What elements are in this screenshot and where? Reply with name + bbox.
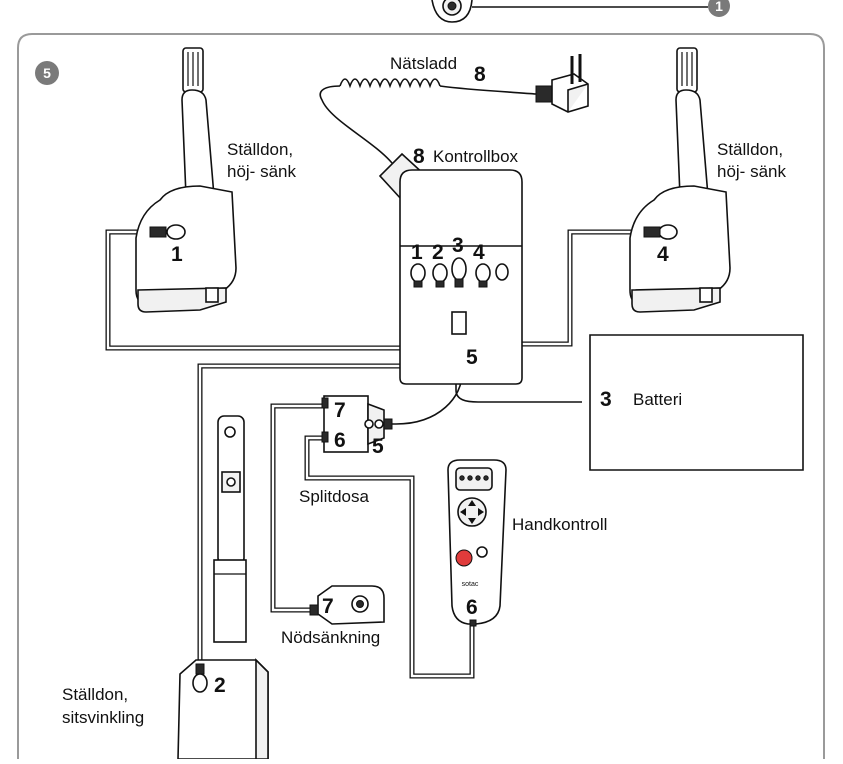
top-badge: 1: [708, 0, 730, 17]
power-cord-number: 8: [474, 63, 486, 86]
panel-badge: 5: [35, 61, 59, 85]
battery: [589, 334, 804, 471]
port-3-number: 3: [452, 234, 464, 257]
port-4: [475, 263, 491, 288]
actuator-left-label-1: Ställdon,: [227, 140, 293, 159]
hand-control-number: 6: [466, 596, 478, 619]
hand-control: sotac: [447, 459, 507, 627]
port-5-number: 5: [466, 346, 478, 369]
actuator-right-label-2: höj- sänk: [717, 162, 786, 181]
actuator-tilt: [177, 415, 269, 760]
split-box: [321, 395, 393, 453]
control-box-label: Kontrollbox: [433, 147, 519, 166]
tilt-actuator-label-2: sitsvinkling: [62, 708, 144, 727]
control-box: [378, 152, 523, 385]
panel-border: [17, 33, 825, 759]
actuator-left-number: 1: [171, 243, 183, 266]
labels: Nätsladd 8 8 Kontrollbox Ställdon, höj- …: [62, 54, 786, 727]
emergency-unit: [309, 585, 385, 625]
emergency-number: 7: [322, 595, 334, 618]
split-box-label: Splitdosa: [299, 487, 369, 506]
emergency-label: Nödsänkning: [281, 628, 380, 647]
split-bottom-number: 6: [334, 429, 346, 452]
tilt-actuator-number: 2: [214, 674, 226, 697]
port-1: [410, 263, 426, 288]
actuator-right: [629, 47, 731, 313]
power-plug: [535, 54, 589, 113]
port-3: [451, 257, 467, 335]
actuator-right-label-1: Ställdon,: [717, 140, 783, 159]
power-cord-label: Nätsladd: [390, 54, 457, 73]
port-2: [432, 263, 448, 288]
control-box-number: 8: [413, 145, 425, 168]
port-2-number: 2: [432, 241, 444, 264]
split-cable-number: 5: [372, 435, 384, 458]
tilt-actuator-label-1: Ställdon,: [62, 685, 128, 704]
actuator-left-label-2: höj- sänk: [227, 162, 296, 181]
top-badge-text: 1: [715, 0, 723, 14]
top-connector-fragment: [431, 0, 708, 23]
battery-label: Batteri: [633, 390, 682, 409]
actuator-left: [135, 47, 237, 313]
hand-control-label: Handkontroll: [512, 515, 607, 534]
split-top-number: 7: [334, 399, 346, 422]
battery-number: 3: [600, 388, 612, 411]
actuator-right-number: 4: [657, 243, 669, 266]
port-1-number: 1: [411, 241, 423, 264]
port-4-number: 4: [473, 241, 485, 264]
panel-badge-text: 5: [43, 65, 51, 81]
port-empty: [495, 263, 509, 281]
hand-control-brand: sotac: [462, 581, 479, 588]
